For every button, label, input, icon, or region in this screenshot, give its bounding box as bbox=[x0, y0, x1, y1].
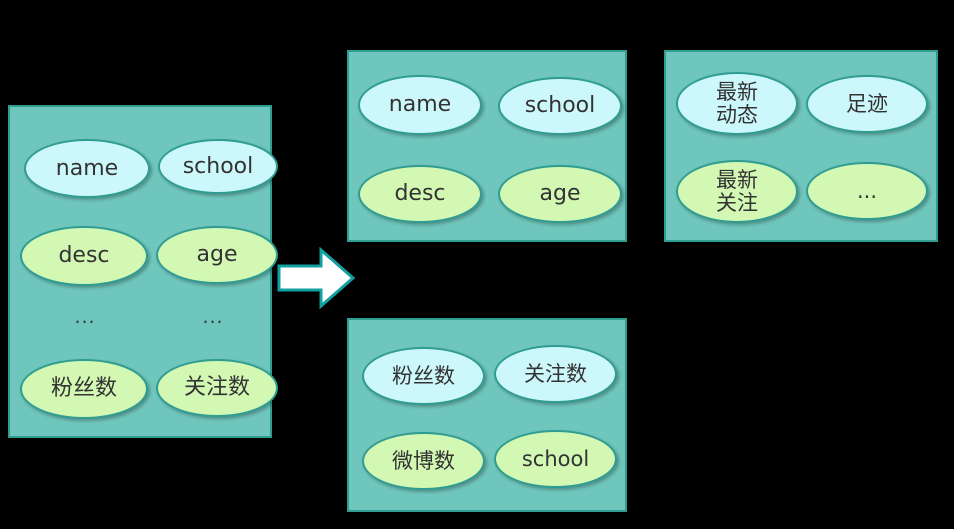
field-node[interactable]: 最新 动态 bbox=[676, 72, 798, 135]
field-node[interactable]: school bbox=[494, 430, 617, 488]
ellipsis-text: ... bbox=[74, 306, 96, 328]
field-node[interactable]: school bbox=[158, 139, 278, 194]
ellipsis-text: ... bbox=[202, 306, 224, 328]
profile-fields-panel: name school desc age bbox=[347, 50, 627, 242]
field-node[interactable]: 最新 关注 bbox=[676, 160, 798, 223]
field-node[interactable]: desc bbox=[20, 226, 148, 286]
field-node[interactable]: 微博数 bbox=[362, 432, 485, 490]
field-node[interactable]: 关注数 bbox=[494, 345, 617, 403]
stats-fields-panel: 粉丝数 关注数 微博数 school bbox=[347, 318, 627, 512]
field-node[interactable]: desc bbox=[358, 165, 482, 223]
field-node[interactable]: age bbox=[498, 165, 622, 223]
field-node[interactable]: name bbox=[24, 139, 150, 198]
field-node[interactable]: school bbox=[498, 77, 622, 135]
right-arrow-icon bbox=[277, 246, 356, 310]
feed-fields-panel: 最新 动态 足迹 最新 关注 ... bbox=[664, 50, 938, 242]
field-node[interactable]: 关注数 bbox=[156, 359, 278, 417]
field-node[interactable]: 粉丝数 bbox=[362, 347, 485, 405]
field-node[interactable]: name bbox=[358, 75, 482, 135]
field-node[interactable]: 粉丝数 bbox=[20, 359, 148, 419]
field-node[interactable]: 足迹 bbox=[806, 75, 928, 133]
source-fields-panel: name school desc age ... ... 粉丝数 关注数 bbox=[8, 105, 278, 438]
field-node[interactable]: age bbox=[156, 226, 278, 284]
field-node[interactable]: ... bbox=[806, 162, 928, 220]
